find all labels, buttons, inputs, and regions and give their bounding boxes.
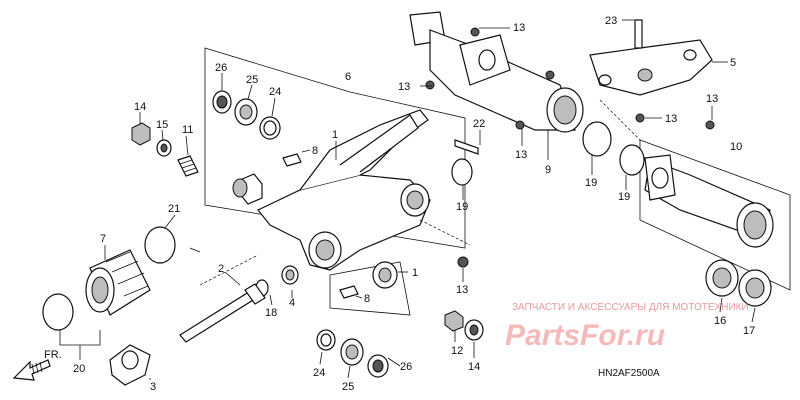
label-24-lower: 24 [313,367,325,379]
label-8-lower: 8 [364,293,370,305]
label-21: 21 [168,203,180,215]
label-5: 5 [730,57,736,69]
label-12: 12 [451,345,463,357]
label-4: 4 [289,297,295,309]
clamp-20 [42,293,74,331]
u-joint [109,344,151,386]
label-3: 3 [150,381,156,393]
bearing-stack-top [212,90,281,140]
front-arrow-label: FR. [44,349,62,361]
label-25-lower: 25 [342,381,354,393]
label-19-b: 19 [585,177,597,189]
bracket-top [282,153,302,167]
drawing-code: HN2AF2500A [598,368,660,379]
label-2: 2 [218,263,224,275]
label-13-b: 13 [398,81,410,93]
front-arrow-icon [12,359,51,381]
axle-tube-10 [644,154,774,248]
label-10: 10 [730,141,742,153]
label-6: 6 [345,71,351,83]
label-13-c: 13 [515,149,527,161]
label-26-lower: 26 [400,361,412,373]
bushing-lower [372,261,398,289]
drive-shaft [179,265,299,343]
group-box-10 [639,139,791,291]
label-23: 23 [605,15,617,27]
label-25-top: 25 [246,74,258,86]
clamp-21 [144,226,176,264]
bracket-lower [339,285,359,299]
label-22: 22 [473,118,485,130]
label-15: 15 [156,119,168,131]
bracket-5 [589,19,713,96]
label-1-lower: 1 [412,267,418,279]
label-26-top: 26 [215,62,227,74]
label-13-a: 13 [513,22,525,34]
label-17: 17 [743,325,755,337]
fitting-stack-left [131,122,199,177]
bolt-22 [454,139,479,155]
label-8-top: 8 [312,145,318,157]
label-1-top: 1 [332,129,338,141]
label-13-e: 13 [706,93,718,105]
bearing-stack-lower [316,329,389,378]
o-ring-19-b [582,121,612,157]
nut-14-lower [464,319,484,341]
upper-housing [409,11,584,133]
label-11: 11 [182,124,193,136]
watermark-logo: PartsFor.ru [505,319,665,352]
group-box-lower [329,261,411,316]
label-13-f: 13 [456,284,468,296]
label-7: 7 [100,233,106,245]
o-ring-19-a [451,158,473,186]
o-ring-19-c [619,144,645,176]
boot-7 [85,249,151,316]
label-19-a: 19 [456,201,468,213]
label-19-c: 19 [618,191,630,203]
label-13-d: 13 [665,113,677,125]
swingarm [232,109,431,271]
label-16: 16 [714,315,726,327]
label-20: 20 [73,363,85,375]
fitting-12 [444,310,464,332]
label-9: 9 [545,164,551,176]
nut-13-mid [457,256,469,268]
label-14-lower: 14 [468,361,480,373]
watermark-tagline: ЗАПЧАСТИ И АКСЕССУАРЫ ДЛЯ МОТОТЕХНИКИ [512,302,749,313]
label-24-top: 24 [269,86,281,98]
label-18: 18 [265,307,277,319]
label-14-top: 14 [134,101,146,113]
